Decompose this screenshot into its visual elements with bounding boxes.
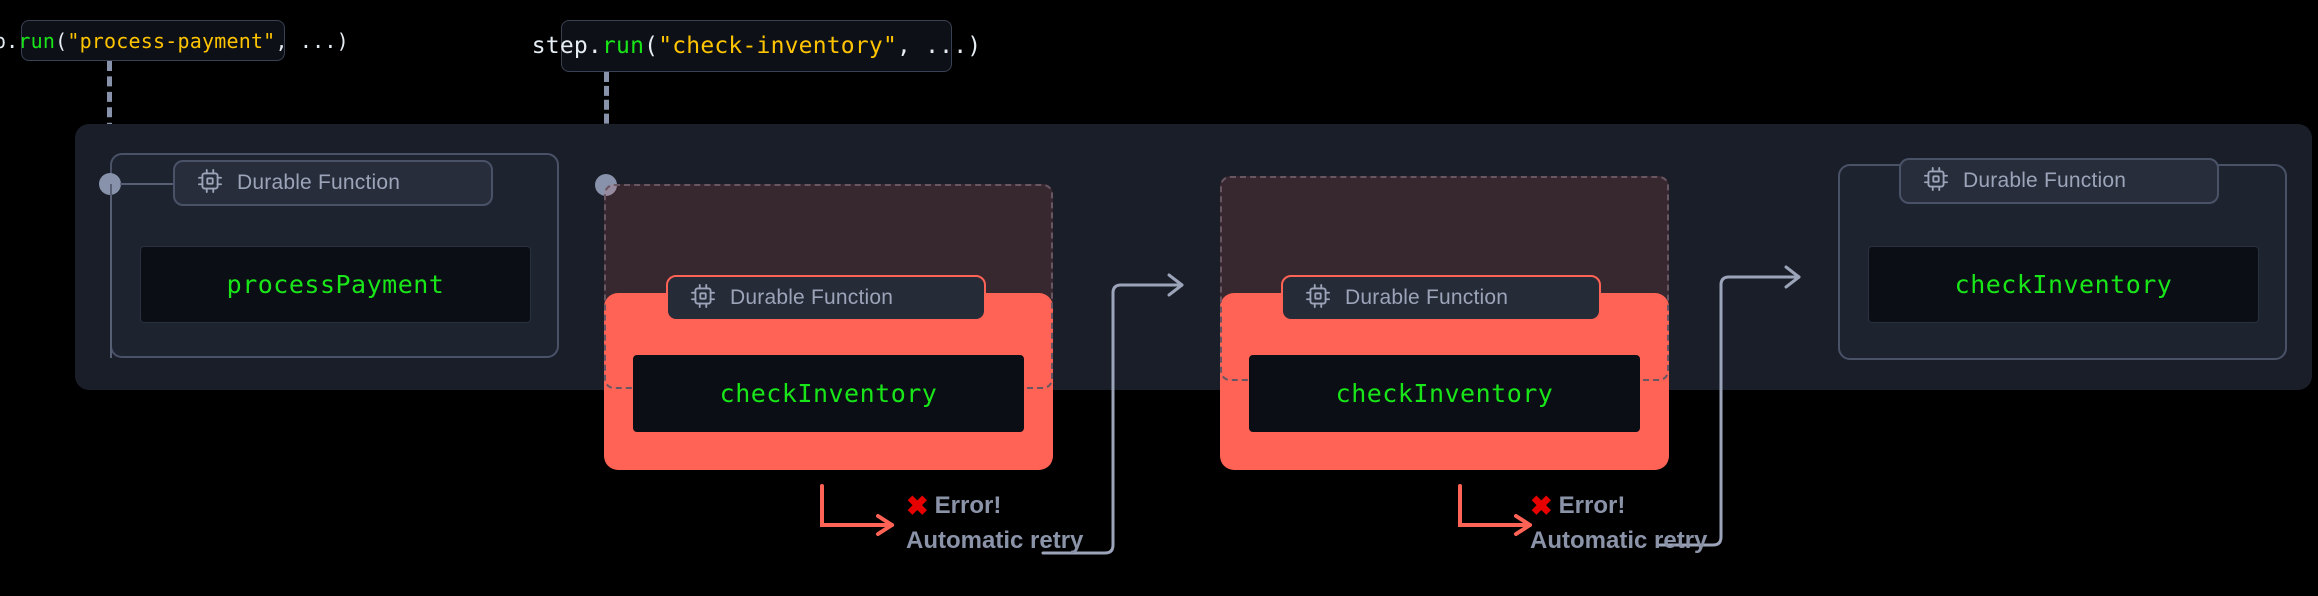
code-token: ( [644,33,659,59]
dot-stub-vertical-1 [110,184,112,358]
error-x-icon: ✖ [1530,490,1553,521]
code-token: run [18,28,56,53]
error-subtitle: Automatic retry [906,527,1084,554]
cpu-chip-icon [690,283,716,314]
error-note-2: ✖ Error! Automatic retry [1530,492,1707,555]
code-token: "check-inventory" [658,33,897,59]
error-title: Error! [934,492,1002,519]
code-box-check-inventory-3: checkInventory [1868,246,2259,323]
error-note-1: ✖ Error! Automatic retry [906,492,1083,555]
chip-label: Durable Function [1963,169,2127,192]
code-box-check-inventory-1: checkInventory [633,355,1024,432]
code-box-process-payment: processPayment [140,246,531,323]
function-name: checkInventory [1954,270,2173,299]
code-token: run [601,33,645,59]
code-token: step. [0,28,19,53]
error-arrowhead-2 [1514,514,1532,536]
error-arrow-2 [1458,484,1532,527]
function-name: checkInventory [1335,379,1554,408]
error-arrow-1 [820,484,894,527]
error-title-row: ✖ Error! [1530,492,1625,520]
code-token: , ...) [275,28,349,53]
code-token: step. [531,33,602,59]
cpu-chip-icon [1305,283,1331,314]
connector-line-process-payment [107,61,112,179]
code-token: ( [55,28,68,53]
function-name: checkInventory [719,379,938,408]
durable-function-chip-4[interactable]: Durable Function [1899,158,2219,204]
code-token: , ...) [897,33,982,59]
chip-label: Durable Function [1345,286,1509,309]
error-title-row: ✖ Error! [906,492,1001,520]
cpu-chip-icon [197,168,223,199]
chip-label: Durable Function [730,286,894,309]
code-box-check-inventory-2: checkInventory [1249,355,1640,432]
durable-function-chip-1[interactable]: Durable Function [173,160,493,206]
code-label-process-payment: step.run("process-payment", ...) [0,20,349,61]
chip-label: Durable Function [237,171,401,194]
durable-function-chip-2[interactable]: Durable Function [666,275,986,321]
code-label-check-inventory: step.run("check-inventory", ...) [532,20,981,72]
function-name: processPayment [226,270,445,299]
error-subtitle: Automatic retry [1530,527,1708,554]
cpu-chip-icon [1923,166,1949,197]
error-x-icon: ✖ [906,490,929,521]
code-token: "process-payment" [67,28,276,53]
dot-stub-horizontal-1 [120,183,175,185]
error-title: Error! [1558,492,1626,519]
durable-function-chip-3[interactable]: Durable Function [1281,275,1601,321]
error-arrowhead-1 [876,514,894,536]
